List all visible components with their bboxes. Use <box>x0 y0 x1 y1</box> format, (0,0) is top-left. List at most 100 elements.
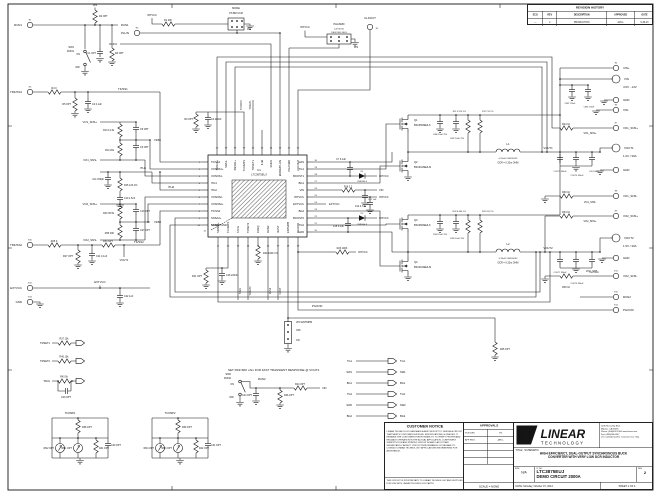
lt-logo-letters: LT <box>520 429 536 443</box>
resistor <box>57 340 72 346</box>
ground-icon <box>583 96 593 101</box>
resistor <box>193 439 199 454</box>
ic-pin-name: VOSNS2+ <box>211 202 224 206</box>
ref-c2: C2 0.1uF <box>92 103 102 106</box>
components <box>47 9 596 454</box>
resistor <box>109 47 115 62</box>
capacitor <box>346 163 354 174</box>
net-tg2-r: TG2 <box>400 392 406 396</box>
rev-col-eco: ECO <box>528 11 543 19</box>
ground-icon <box>435 228 445 233</box>
ground-icon <box>283 348 293 353</box>
terminal-label: PGOOD <box>623 308 634 312</box>
approval-label: APP ENG. <box>464 436 488 443</box>
jp1-mode: MODE <box>232 6 240 10</box>
terminal-label: VIN- <box>623 108 629 112</box>
ref-r38: R38 OPT <box>82 426 93 429</box>
net-sw2-r: SW2 <box>400 403 406 407</box>
ic-pin-number: 6 <box>199 197 201 199</box>
ref-q3-part: BSC050NE2LS <box>414 224 431 227</box>
ref-r36: R36 10 <box>562 286 570 289</box>
resistor <box>72 97 78 112</box>
junction-dots <box>57 24 601 439</box>
ref-c24: C24 OPT <box>242 394 253 397</box>
ic-pin-number: 33 <box>279 148 282 150</box>
net-vout2: VOUT2 <box>543 246 553 250</box>
terminal-label: GND <box>16 300 22 304</box>
offpage-arrow-icon <box>387 413 397 419</box>
terminal-e4 <box>612 65 619 72</box>
ic-number: LTC3875EUJ <box>536 469 565 474</box>
net-trset1-b: TRSET1 <box>40 341 51 345</box>
ic-pin-name: TCOMP1 <box>242 159 246 171</box>
net-vo2snsm-r: VO2_SNS- <box>586 270 599 273</box>
ground-icon <box>599 100 609 105</box>
ref-c20: C20 100uF <box>589 171 600 173</box>
rev-label: REV <box>638 467 643 470</box>
ground-icon <box>203 124 213 129</box>
capacitor <box>218 269 226 280</box>
ic-pin-name: BOOST1 <box>293 174 304 178</box>
title-label: TITLE: <box>515 448 524 452</box>
ref-r12: R12 715 1% <box>482 111 494 113</box>
terminal-label: VO1_SNS+ <box>623 126 638 130</box>
ref-cin2: CIN2 270uF <box>565 103 577 105</box>
ground-icon <box>435 128 445 133</box>
ref-r11: R11 3.57K 1% <box>453 111 466 113</box>
approval-label <box>464 443 488 450</box>
ref-c14: C14 4.7uF <box>355 205 367 208</box>
capacitor <box>96 47 104 58</box>
ic-pin-number: 23 <box>315 209 318 211</box>
linear-technology-logo: LT LINEAR TECHNOLOGY <box>514 423 599 447</box>
ic-pin-number: 18 <box>287 246 290 248</box>
offpage-arrow-icon <box>75 358 85 364</box>
net-tg1-l: TG1 <box>347 359 353 363</box>
ref-c15: C15 0.1uF <box>333 225 345 228</box>
terminal-id: E7 <box>615 122 618 124</box>
capacitor <box>588 153 596 164</box>
ground-icon <box>73 264 83 269</box>
ref-l2-dcr: DCR = 0.32m OHM <box>498 262 519 265</box>
approval-value <box>488 458 513 465</box>
company-address: 1630 McCarthy Blvd. Milpitas, CA 95035 P… <box>599 423 652 448</box>
offpage-arrow-icon <box>387 402 397 408</box>
ref-r32: R32 100K 1% <box>263 252 279 255</box>
net-ith1: ITH1 <box>140 166 147 170</box>
resistor <box>465 219 471 234</box>
approvals-row <box>464 443 514 451</box>
ref-r3: R3 OPT <box>115 52 124 55</box>
ic-pin-number: 25 <box>315 195 318 197</box>
ground-icon <box>35 303 45 308</box>
address-line: Fax: (408)434-0507 <box>601 432 620 436</box>
ground-icon <box>75 460 85 465</box>
ref-c28: C28 100uF <box>589 272 600 274</box>
ic-pin-number: 35 <box>261 148 264 150</box>
ic-pin-number: 14 <box>247 246 250 248</box>
ground-icon <box>403 276 413 281</box>
net-sw1-l: SW1 <box>346 370 352 374</box>
net-bg2-r: BG2 <box>400 414 406 418</box>
mosfet <box>393 256 409 276</box>
ic-pin-name: RUN1 <box>269 160 273 168</box>
terminal-gnd <box>612 97 619 104</box>
ground-icon <box>571 268 581 273</box>
terminal-label: TRK/SS2 <box>10 243 22 247</box>
terminal-label: CLKOUT <box>364 16 376 20</box>
ref-jp3: JP3 ENTMPB <box>296 320 312 324</box>
net-run2-pin: RUN2 <box>269 287 272 294</box>
ground-icon <box>451 228 461 233</box>
note-r33: SET R33=60K ohm FOR FAST TRANSIENT RESPO… <box>228 368 320 372</box>
ic-pin-name: VOSNS1- <box>211 174 223 178</box>
diode <box>355 172 369 180</box>
terminal-id: E2 <box>376 28 379 30</box>
ref-l2-val: 0.33uH 744301033 <box>499 258 518 260</box>
sw2-on: ON <box>230 383 234 386</box>
ref-r41: R41 OPT <box>99 447 110 450</box>
address-line: Phone: (408)432-1900 www.linear.com <box>601 430 638 433</box>
ic-pin-number: 19 <box>297 246 300 248</box>
ref-r30: R30 10 <box>562 191 570 194</box>
capacitor <box>88 249 96 260</box>
ref-cin7: CIN7 10uF 25V <box>450 138 465 140</box>
size-label: SIZE <box>515 467 520 470</box>
